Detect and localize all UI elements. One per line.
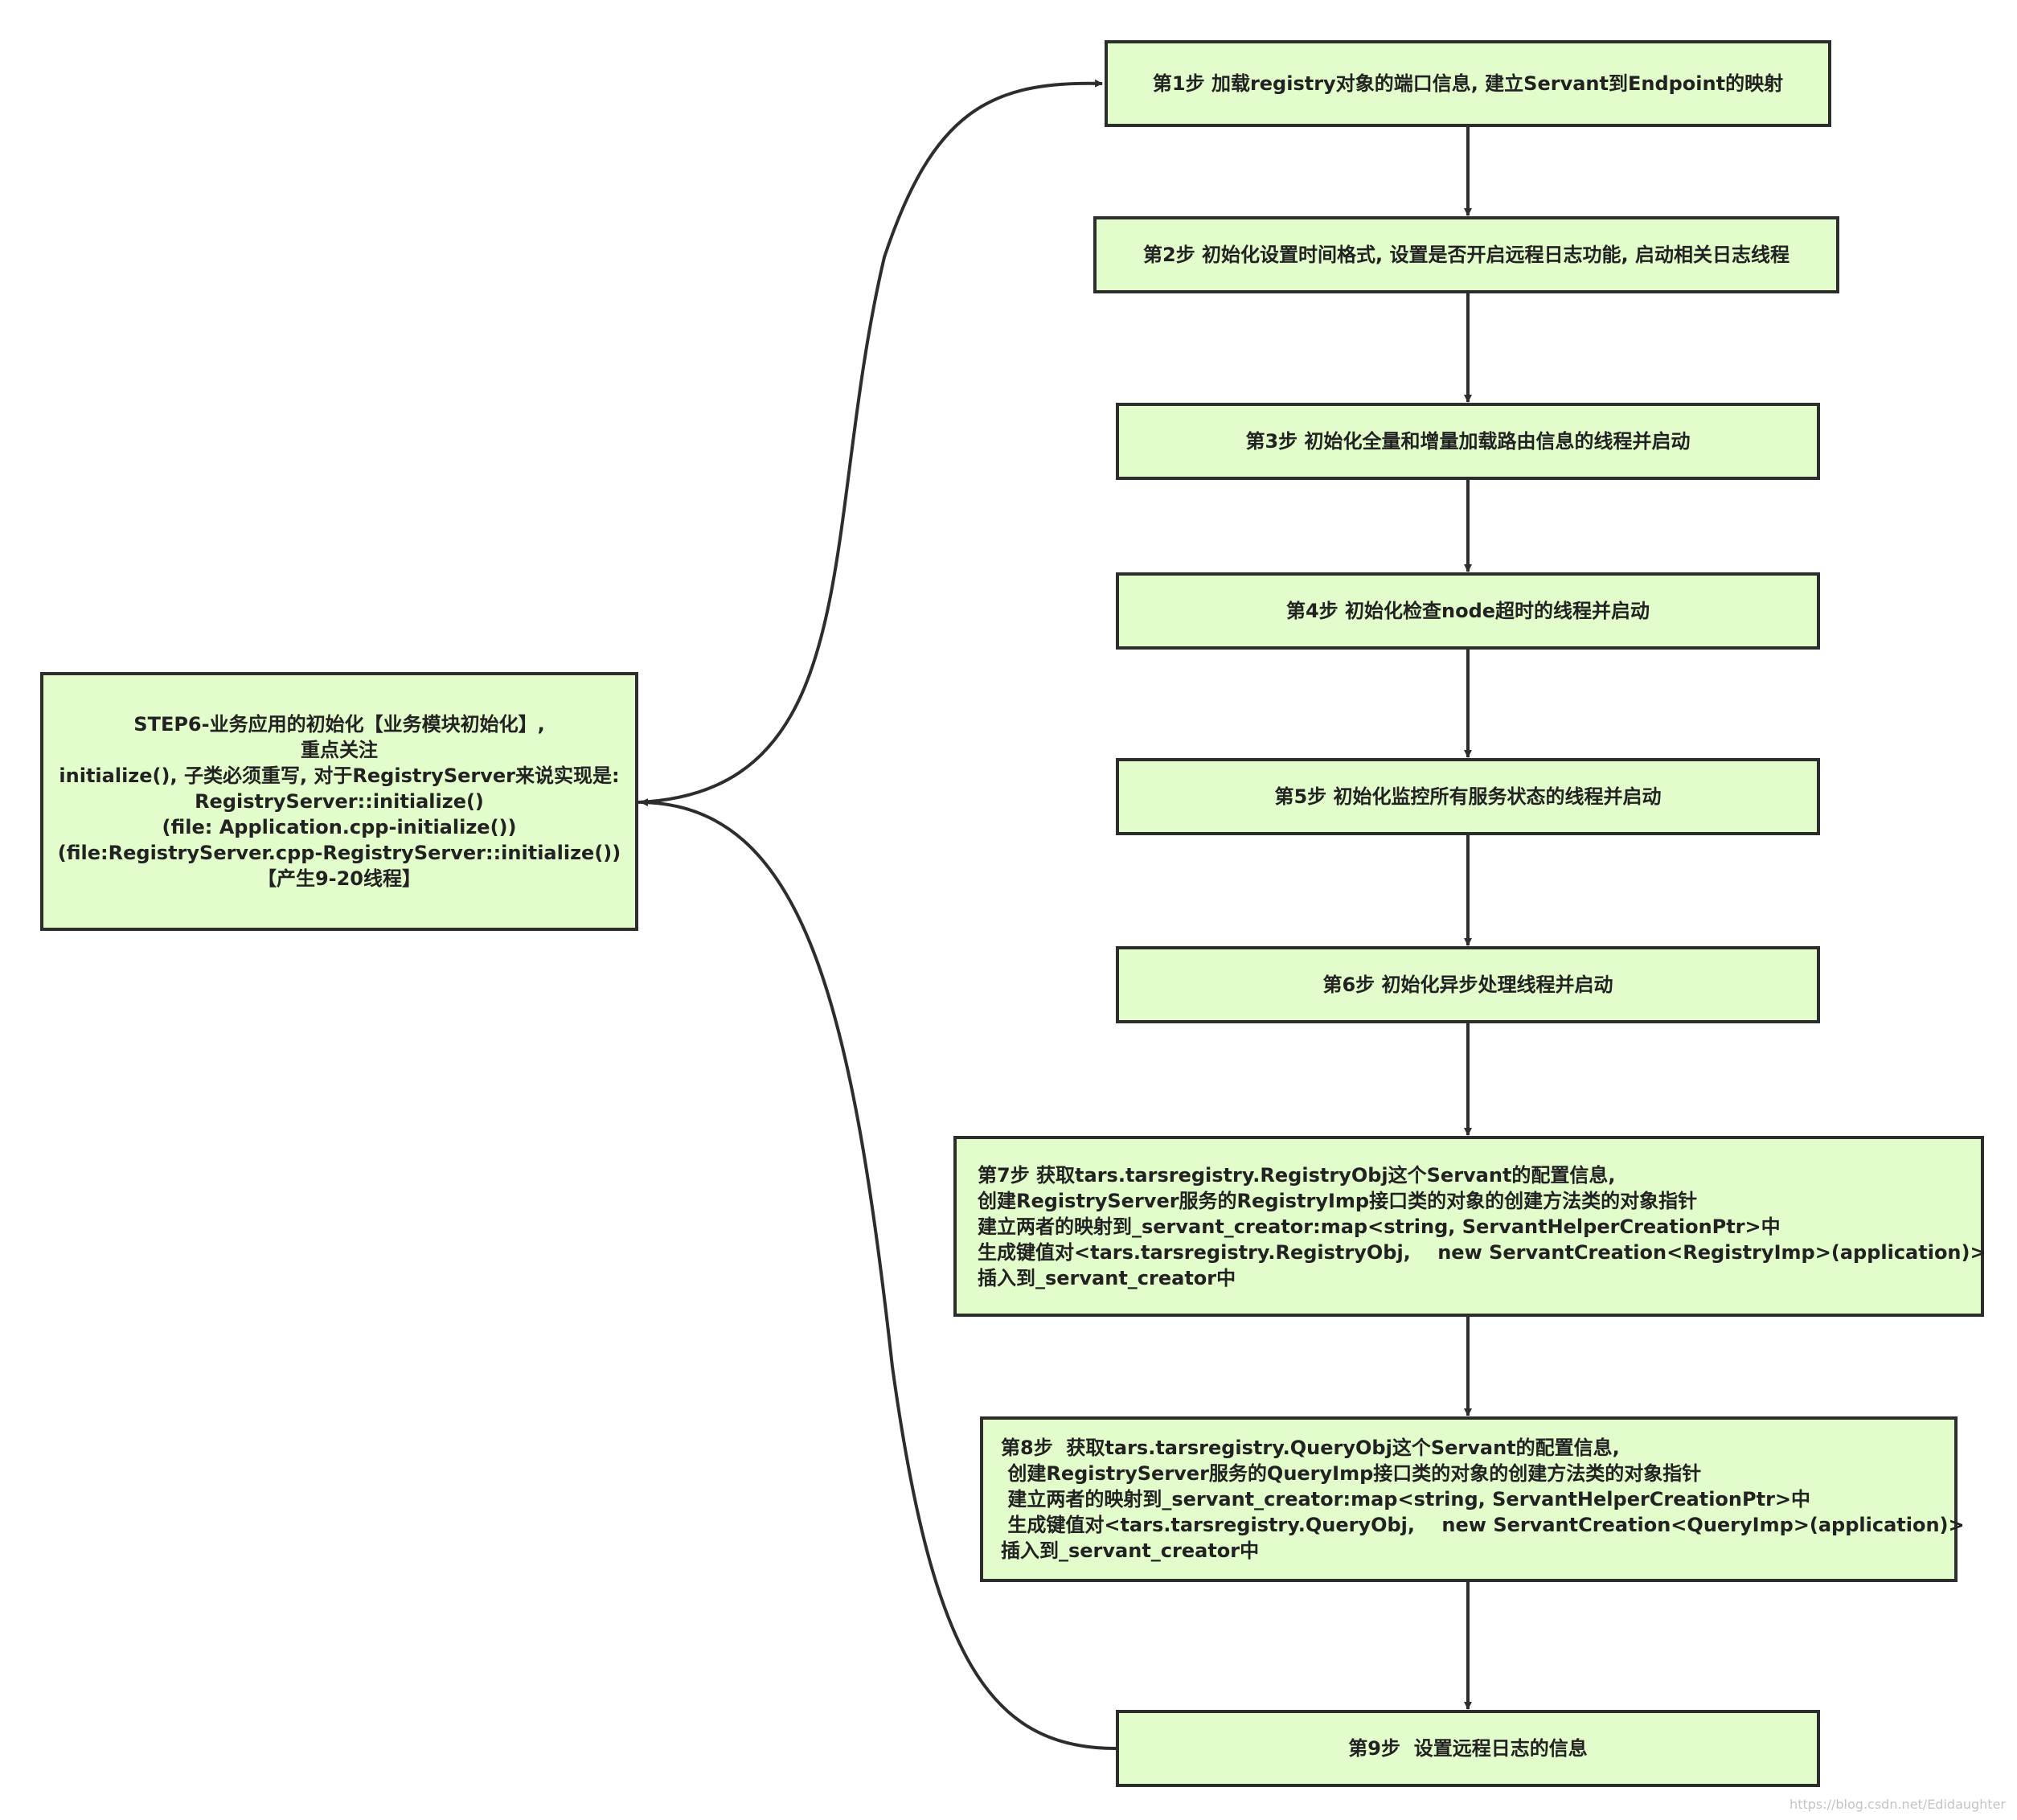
watermark-text: https://blog.csdn.net/Edidaughter [1789,1797,2006,1812]
step-5-node: 第5步 初始化监控所有服务状态的线程并启动 [1116,758,1820,835]
step-8-text: 第8步 获取tars.tarsregistry.QueryObj这个Servan… [1001,1437,1965,1562]
step-7-node: 第7步 获取tars.tarsregistry.RegistryObj这个Ser… [953,1136,1986,1317]
step-1-text: 第1步 加载registry对象的端口信息, 建立Servant到Endpoin… [1152,72,1784,95]
step-4-node: 第4步 初始化检查node超时的线程并启动 [1116,572,1820,650]
step-2-node: 第2步 初始化设置时间格式, 设置是否开启远程日志功能, 启动相关日志线程 [1093,216,1839,293]
main-node-step6: STEP6-业务应用的初始化【业务模块初始化】, 重点关注 initialize… [40,672,638,931]
step-9-text: 第9步 设置远程日志的信息 [1348,1737,1588,1760]
step-7-text: 第7步 获取tars.tarsregistry.RegistryObj这个Ser… [978,1163,1986,1289]
step-5-text: 第5步 初始化监控所有服务状态的线程并启动 [1274,785,1662,808]
curve-step-9-to-main [640,798,1117,1750]
step-6-text: 第6步 初始化异步处理线程并启动 [1322,974,1613,996]
step-2-text: 第2步 初始化设置时间格式, 设置是否开启远程日志功能, 启动相关日志线程 [1143,244,1789,266]
step-6-node: 第6步 初始化异步处理线程并启动 [1116,946,1820,1023]
main-node-text: STEP6-业务应用的初始化【业务模块初始化】, 重点关注 initialize… [57,713,621,890]
step-3-text: 第3步 初始化全量和增量加载路由信息的线程并启动 [1245,430,1691,453]
step-3-node: 第3步 初始化全量和增量加载路由信息的线程并启动 [1116,403,1820,480]
curve-main-to-step-1 [637,79,1103,804]
step-4-text: 第4步 初始化检查node超时的线程并启动 [1285,600,1650,622]
step-9-node: 第9步 设置远程日志的信息 [1116,1710,1820,1787]
step-8-node: 第8步 获取tars.tarsregistry.QueryObj这个Servan… [980,1416,1965,1582]
step-1-node: 第1步 加载registry对象的端口信息, 建立Servant到Endpoin… [1105,40,1831,127]
